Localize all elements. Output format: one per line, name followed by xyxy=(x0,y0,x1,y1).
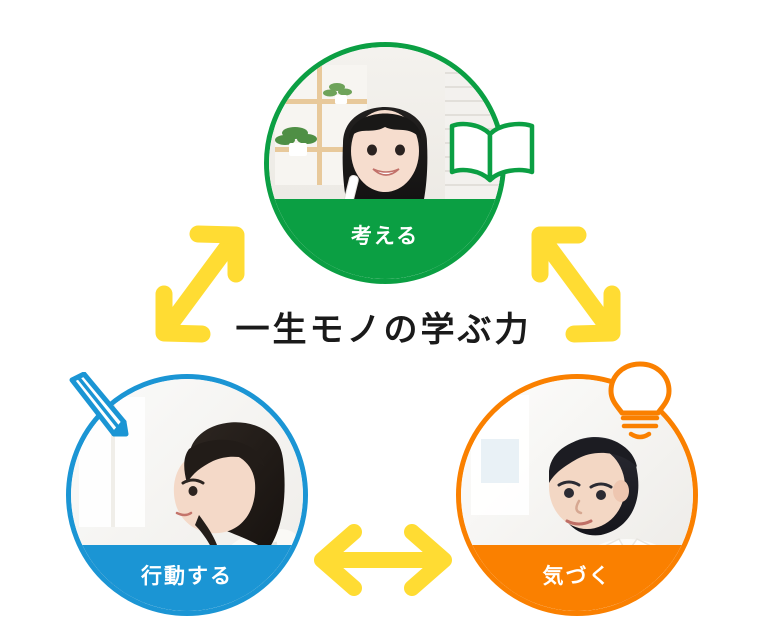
arrow-act-notice xyxy=(302,522,464,603)
open-book-icon xyxy=(444,114,540,197)
double-arrow-horizontal-icon xyxy=(314,524,452,596)
node-think-label: 考える xyxy=(269,199,501,279)
double-arrow-diagonal-up-right-icon xyxy=(155,225,245,343)
double-arrow-diagonal-down-right-icon xyxy=(531,226,621,343)
page-title: 一生モノの学ぶ力 xyxy=(235,311,532,349)
node-act[interactable]: 行動する xyxy=(66,374,308,616)
lightbulb-icon xyxy=(598,358,682,447)
node-act-label: 行動する xyxy=(71,545,303,611)
pencil-icon xyxy=(62,371,132,447)
node-notice-label: 気づく xyxy=(461,545,693,611)
arrow-think-notice xyxy=(516,214,636,359)
node-notice[interactable]: 気づく xyxy=(456,374,698,616)
arrow-act-think xyxy=(140,214,260,359)
